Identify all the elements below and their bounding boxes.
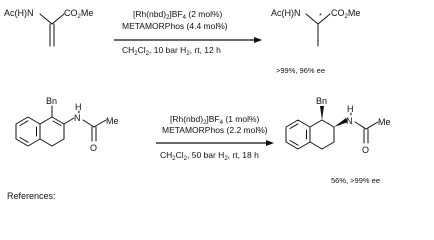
reaction1-arrowhead — [254, 37, 262, 43]
product2-oxygen-label: O — [362, 145, 369, 155]
reaction2-reactant: Bn N H Me O — [15, 96, 119, 153]
references-heading: References: — [7, 191, 56, 199]
product2-nitrogen-label: N — [346, 116, 353, 126]
bond — [305, 13, 319, 25]
aromatic-bond — [289, 123, 299, 129]
bond — [51, 13, 65, 25]
product1-ester-label: CO2Me — [331, 8, 360, 20]
reaction1-catalyst: [Rh(nbd)2]BF4 (2 mol%) — [133, 9, 223, 21]
reaction2-result: 56%, >99% ee — [331, 176, 380, 185]
reaction1-reactant: Ac(H)N CO2Me — [4, 8, 93, 47]
product2-methyl-label: Me — [378, 117, 391, 127]
bond — [365, 121, 379, 130]
aromatic-bond — [19, 137, 29, 143]
bond — [309, 119, 323, 128]
product1-acylamino-label: Ac(H)N — [271, 8, 301, 18]
bond — [321, 141, 335, 150]
bond — [39, 116, 53, 125]
reaction1-result: >99%, 96% ee — [276, 66, 325, 75]
bond — [82, 119, 95, 128]
reaction2-solvent: CH2Cl2, 50 bar H2, rt, 18 h — [160, 150, 259, 162]
reaction2-arrowhead — [266, 140, 274, 146]
reaction1: Ac(H)N CO2Me [Rh(nbd)2]BF4 (2 mol%) META… — [4, 8, 360, 75]
reaction1-solvent: CH2Cl2, 10 bar H2, rt, 12 h — [122, 45, 221, 57]
reaction2-ligand: METAMORPhos (2.2 mol%) — [162, 125, 268, 135]
bond — [321, 119, 335, 128]
reaction1-product: Ac(H)N * CO2Me — [271, 8, 360, 47]
reaction2: Bn N H Me O [Rh(nbd)2]BF4 (1 mol%) METAM… — [15, 96, 391, 185]
bond — [63, 117, 75, 125]
reactant2-benzyl-label: Bn — [46, 96, 57, 106]
product2-benzyl-label: Bn — [316, 96, 327, 106]
bond — [51, 138, 65, 147]
wedge-bond-benzyl — [320, 106, 324, 120]
wedge-bond-nitrogen — [334, 118, 348, 127]
reaction-scheme: Ac(H)N CO2Me [Rh(nbd)2]BF4 (2 mol%) META… — [4, 8, 391, 199]
reactant2-nitrogen-label: N — [74, 113, 81, 123]
bond — [39, 138, 53, 147]
reaction2-catalyst: [Rh(nbd)2]BF4 (1 mol%) — [170, 114, 260, 126]
bond — [93, 119, 107, 128]
enamine-double-bond-inner — [52, 120, 62, 126]
reactant1-acylamino-label: Ac(H)N — [4, 8, 34, 18]
bond — [354, 121, 367, 130]
reaction2-product: Bn N H Me O — [285, 96, 391, 155]
enamine-double-bond — [51, 116, 65, 125]
aromatic-bond — [289, 140, 299, 146]
reactant2-oxygen-label: O — [90, 143, 97, 153]
product2-nh-label: H — [347, 104, 354, 114]
stereocenter-marker: * — [319, 11, 322, 20]
bond — [39, 13, 53, 25]
reactant2-nh-label: H — [75, 102, 82, 112]
bond — [317, 13, 331, 25]
bond — [309, 141, 323, 150]
reaction1-ligand: METAMORPhos (4.4 mol%) — [122, 21, 228, 31]
reactant1-ester-label: CO2Me — [64, 8, 93, 20]
reactant2-methyl-label: Me — [106, 116, 119, 126]
aromatic-bond — [19, 120, 29, 126]
